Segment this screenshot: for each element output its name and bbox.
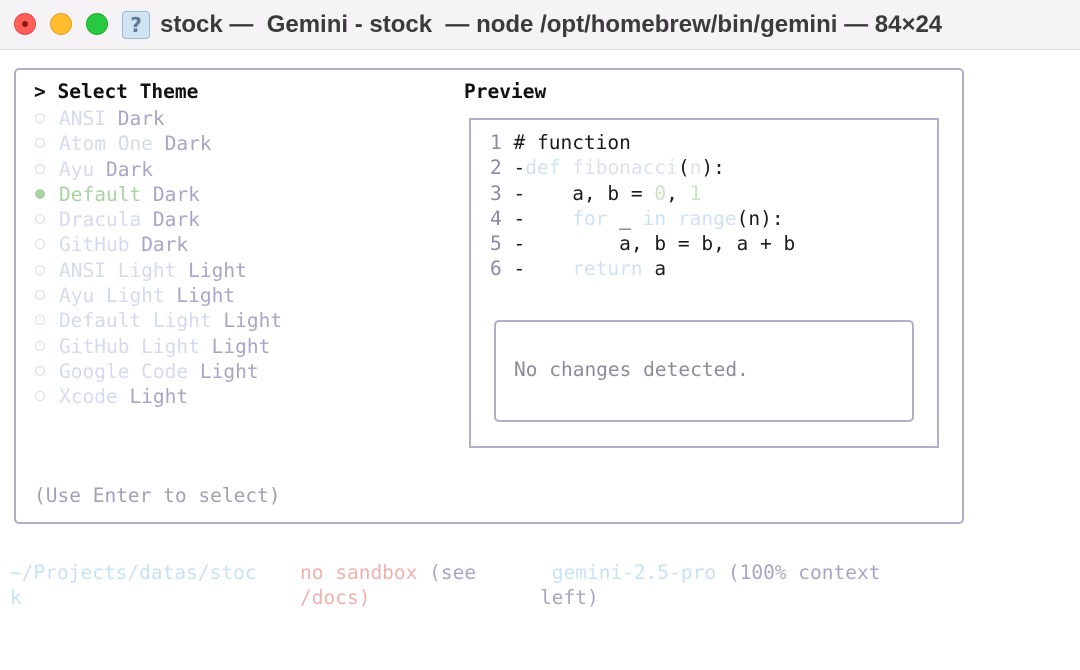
theme-list: ANSI Dark Atom One Dark Ayu Dark Default… xyxy=(34,106,454,410)
code-line: 3 - a, b = 0, 1 xyxy=(490,181,702,205)
enter-to-select-hint: (Use Enter to select) xyxy=(34,484,281,507)
document-question-icon: ? xyxy=(122,11,150,39)
radio-icon xyxy=(35,264,45,275)
theme-option-github-light[interactable]: GitHub Light Light xyxy=(34,334,454,359)
theme-option-default-light[interactable]: Default Light Light xyxy=(34,308,454,333)
preview-heading: Preview xyxy=(464,80,547,103)
radio-icon xyxy=(35,365,45,376)
code-preview: 1 # function 2 -def fibonacci(n): 3 - a,… xyxy=(490,130,795,282)
diff-preview-box xyxy=(494,320,914,422)
theme-option-github-dark[interactable]: GitHub Dark xyxy=(34,232,454,257)
theme-option-ansi-dark[interactable]: ANSI Dark xyxy=(34,106,454,131)
code-line: 5 - a, b = b, a + b xyxy=(490,232,796,256)
code-preview-box xyxy=(469,118,939,448)
theme-option-ayu-light[interactable]: Ayu Light Light xyxy=(34,283,454,308)
title-bar[interactable]: ? stock — Gemini - stock — node /opt/hom… xyxy=(0,0,1080,50)
code-line: 4 - for _ in range(n): xyxy=(490,206,784,230)
footer-sandbox-status: no sandbox (see/docs) xyxy=(300,561,477,609)
radio-selected-icon xyxy=(35,188,45,199)
radio-icon xyxy=(35,391,45,402)
radio-icon xyxy=(35,290,45,301)
diff-status-text: No changes detected. xyxy=(514,358,749,381)
theme-option-ayu-dark[interactable]: Ayu Dark xyxy=(34,157,454,182)
radio-icon xyxy=(35,113,45,123)
close-window-button[interactable] xyxy=(14,13,36,35)
theme-option-xcode-light[interactable]: Xcode Light xyxy=(34,384,454,409)
window-title: stock — Gemini - stock — node /opt/homeb… xyxy=(160,11,943,38)
theme-dialog xyxy=(14,68,964,524)
theme-option-dracula-dark[interactable]: Dracula Dark xyxy=(34,207,454,232)
radio-icon xyxy=(35,315,45,326)
terminal-content[interactable]: > Select Theme Preview ANSI Dark Atom On… xyxy=(0,50,1080,670)
select-theme-heading: > Select Theme xyxy=(34,80,199,103)
zoom-window-button[interactable] xyxy=(86,13,108,35)
radio-icon xyxy=(35,214,45,225)
code-line: 6 - return a xyxy=(490,257,667,281)
theme-option-atom-one-dark[interactable]: Atom One Dark xyxy=(34,131,454,156)
radio-icon xyxy=(35,138,45,149)
radio-icon xyxy=(35,239,45,250)
theme-option-google-code-light[interactable]: Google Code Light xyxy=(34,359,454,384)
code-line: 1 # function xyxy=(490,131,631,154)
radio-icon xyxy=(35,163,45,174)
theme-option-ansi-light[interactable]: ANSI Light Light xyxy=(34,258,454,283)
radio-icon xyxy=(35,340,45,351)
code-line: 2 -def fibonacci(n): xyxy=(490,156,725,180)
theme-option-default-dark[interactable]: Default Dark xyxy=(34,182,454,207)
minimize-window-button[interactable] xyxy=(50,13,72,35)
